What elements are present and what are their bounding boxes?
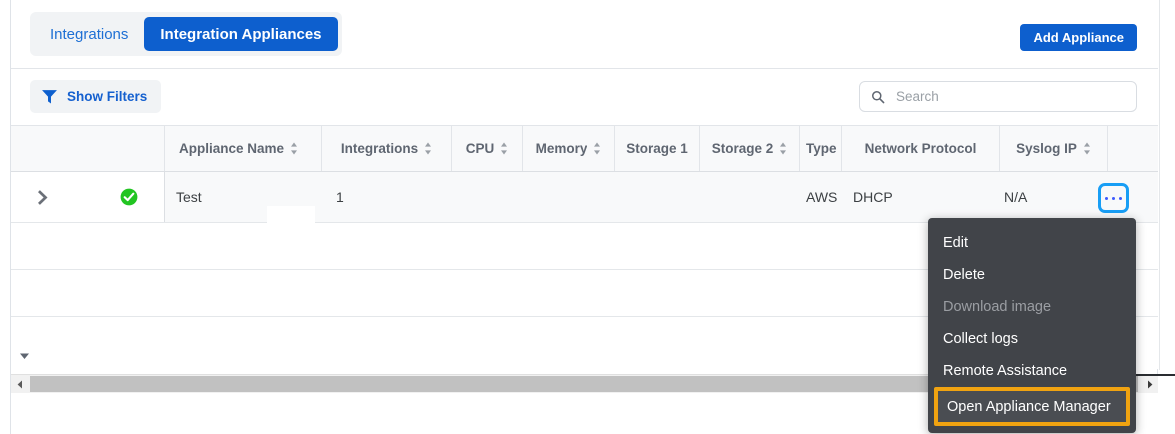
column-label: Syslog IP	[1016, 141, 1077, 156]
sort-arrows-icon	[1083, 142, 1090, 155]
cell-syslog-ip: N/A	[1004, 189, 1028, 205]
column-header-storage-1[interactable]: Storage 1	[615, 126, 700, 171]
bottom-rule	[1099, 374, 1175, 376]
row-cell-artifact	[267, 206, 315, 223]
sort-arrows-icon	[780, 142, 787, 155]
row-status	[111, 172, 147, 222]
column-label: Memory	[535, 141, 588, 156]
tab-group: Integrations Integration Appliances	[30, 12, 342, 56]
menu-item-open-appliance-manager[interactable]: Open Appliance Manager	[934, 387, 1130, 426]
cell-type: AWS	[806, 189, 838, 205]
kebab-dot	[1112, 196, 1115, 200]
horizontal-scrollbar-thumb[interactable]	[30, 376, 1138, 392]
column-header-memory[interactable]: Memory	[523, 126, 615, 171]
status-ok-check-icon	[120, 188, 138, 206]
column-header-actions	[1108, 126, 1175, 171]
column-header-storage-2[interactable]: Storage 2	[700, 126, 800, 171]
show-filters-label: Show Filters	[67, 89, 148, 104]
cell-appliance-name: Test	[176, 189, 202, 205]
horizontal-scrollbar[interactable]	[11, 374, 1158, 393]
funnel-icon	[42, 90, 57, 104]
tab-integration-appliances-label: Integration Appliances	[160, 25, 322, 43]
tab-integrations[interactable]: Integrations	[34, 17, 144, 51]
caret-left-icon	[17, 380, 22, 388]
sort-arrows-icon	[291, 142, 298, 155]
menu-item-collect-logs[interactable]: Collect logs	[943, 331, 1018, 347]
column-label: Storage 1	[626, 141, 688, 156]
column-label: Appliance Name	[179, 141, 285, 156]
column-label: Type	[806, 141, 837, 156]
row-expand-toggle[interactable]	[23, 172, 63, 222]
tab-integration-appliances[interactable]: Integration Appliances	[144, 17, 338, 51]
column-header-type[interactable]: Type	[800, 126, 842, 171]
scroll-left-button[interactable]	[11, 375, 28, 393]
column-header-integrations[interactable]: Integrations	[322, 126, 452, 171]
vertical-scrollbar-track[interactable]	[1159, 0, 1175, 370]
menu-item-remote-assistance[interactable]: Remote Assistance	[943, 363, 1068, 379]
table-header-row: Appliance Name Integrations CPU Memory S	[11, 125, 1158, 172]
column-label: Storage 2	[711, 141, 774, 156]
chevron-right-icon	[37, 189, 48, 205]
kebab-dot	[1119, 196, 1122, 200]
column-label: Network Protocol	[864, 141, 977, 156]
row-context-menu: Edit Delete Download image Collect logs …	[928, 218, 1136, 433]
column-header-appliance-name[interactable]: Appliance Name	[165, 126, 322, 171]
column-header-network-protocol[interactable]: Network Protocol	[842, 126, 1000, 171]
sort-arrows-icon	[425, 142, 432, 155]
caret-right-icon	[1147, 380, 1152, 388]
cell-integrations: 1	[336, 189, 344, 205]
add-appliance-button[interactable]: Add Appliance	[1020, 24, 1137, 51]
sort-arrows-icon	[501, 142, 508, 155]
scroll-right-button[interactable]	[1141, 375, 1158, 393]
column-label: CPU	[465, 141, 495, 156]
row-actions-kebab-button[interactable]	[1098, 183, 1129, 213]
table-row[interactable]: Test 1 AWS DHCP N/A	[11, 172, 1158, 223]
cell-network-protocol: DHCP	[853, 189, 893, 205]
menu-item-delete[interactable]: Delete	[943, 267, 985, 283]
column-label: Integrations	[340, 141, 419, 156]
tab-integrations-label: Integrations	[50, 25, 129, 43]
column-header-select	[11, 126, 165, 171]
sort-arrows-icon	[594, 142, 601, 155]
kebab-dot	[1105, 196, 1108, 200]
column-header-syslog-ip[interactable]: Syslog IP	[1000, 126, 1108, 171]
menu-item-edit[interactable]: Edit	[943, 235, 968, 251]
search-box[interactable]	[859, 81, 1137, 112]
menu-item-download-image: Download image	[943, 299, 1052, 315]
table-toolbar: Show Filters	[11, 69, 1158, 125]
tab-bar: Integrations Integration Appliances Add …	[11, 0, 1158, 69]
search-icon	[872, 90, 885, 103]
table-body: Test 1 AWS DHCP N/A	[11, 172, 1158, 369]
caret-down-icon[interactable]	[19, 352, 30, 360]
show-filters-button[interactable]: Show Filters	[30, 80, 162, 113]
search-input[interactable]	[896, 82, 1128, 111]
column-header-cpu[interactable]: CPU	[452, 126, 523, 171]
row-left-cap	[11, 172, 165, 222]
